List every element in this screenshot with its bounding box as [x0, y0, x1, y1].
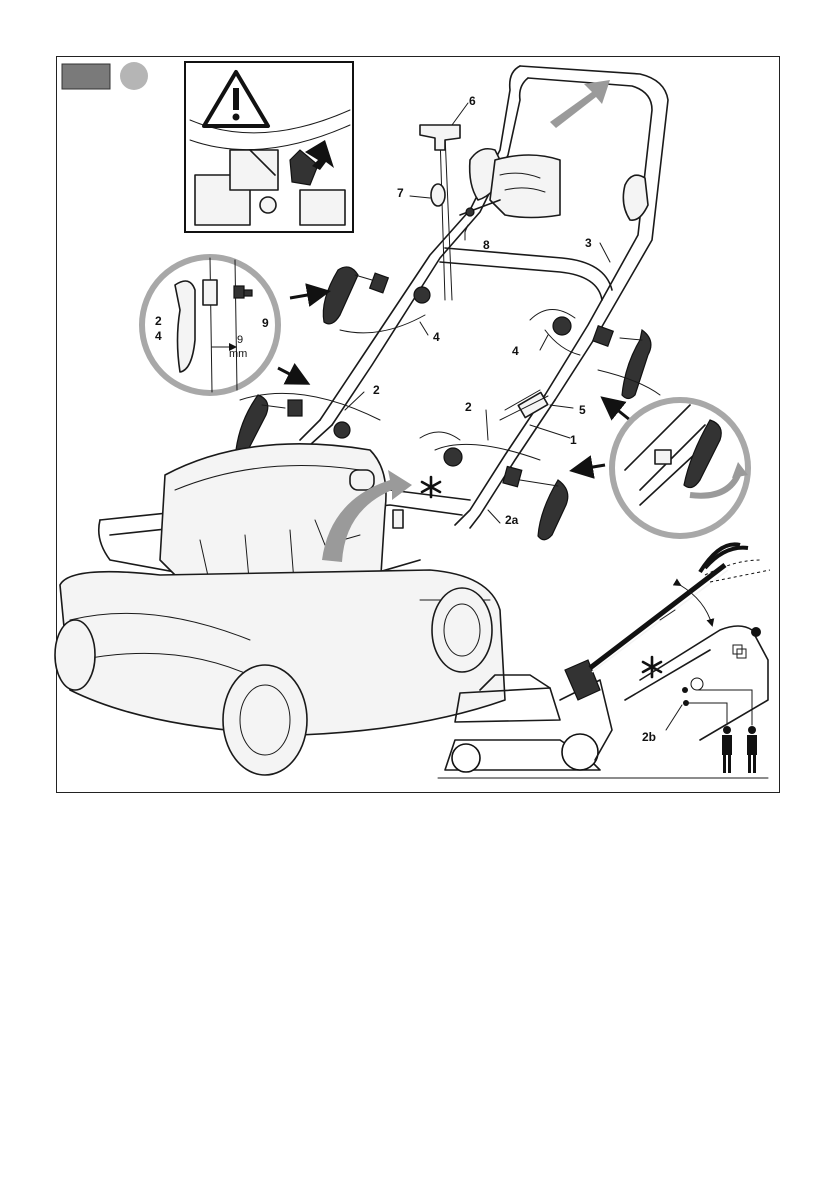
callout-8: 8: [483, 238, 490, 252]
person-icon: [747, 726, 757, 773]
nut-mid-left: [334, 422, 350, 438]
warning-inset: [185, 62, 353, 232]
dimension-value: 9: [237, 334, 243, 346]
dimension-unit: mm: [229, 348, 247, 360]
detail-label-9: 9: [262, 316, 269, 330]
detail-circle-left: [142, 257, 278, 393]
person-icon: [722, 726, 732, 773]
nut-right-upper: [553, 317, 571, 335]
section-badge-circle: [120, 62, 148, 90]
callout-2-left: 2: [373, 383, 380, 397]
indicator-dot: [751, 627, 761, 637]
mower-body: [55, 444, 505, 775]
callout-4-right: 4: [512, 344, 519, 358]
callout-2b: 2b: [642, 730, 656, 744]
callout-7: 7: [397, 186, 404, 200]
detail-label-4: 4: [155, 329, 162, 343]
knob-right-upper: [593, 326, 651, 399]
nut-top: [414, 287, 430, 303]
knob-lower-right: [503, 466, 568, 539]
callout-1: 1: [570, 433, 577, 447]
section-badge-box: [62, 64, 110, 89]
callout-4-top: 4: [433, 330, 440, 344]
detail-label-2: 2: [155, 314, 162, 328]
knob-top-left: [323, 267, 388, 324]
asterisk-icon-lower: [643, 657, 661, 677]
callout-2-mid: 2: [465, 400, 472, 414]
nut-lower-mid: [444, 448, 462, 466]
direction-arrow-icon: [550, 80, 610, 128]
callout-6: 6: [469, 94, 476, 108]
callout-5: 5: [579, 403, 586, 417]
callout-2a: 2a: [505, 513, 519, 527]
callout-3: 3: [585, 236, 592, 250]
detail-circle-right: [612, 400, 748, 536]
